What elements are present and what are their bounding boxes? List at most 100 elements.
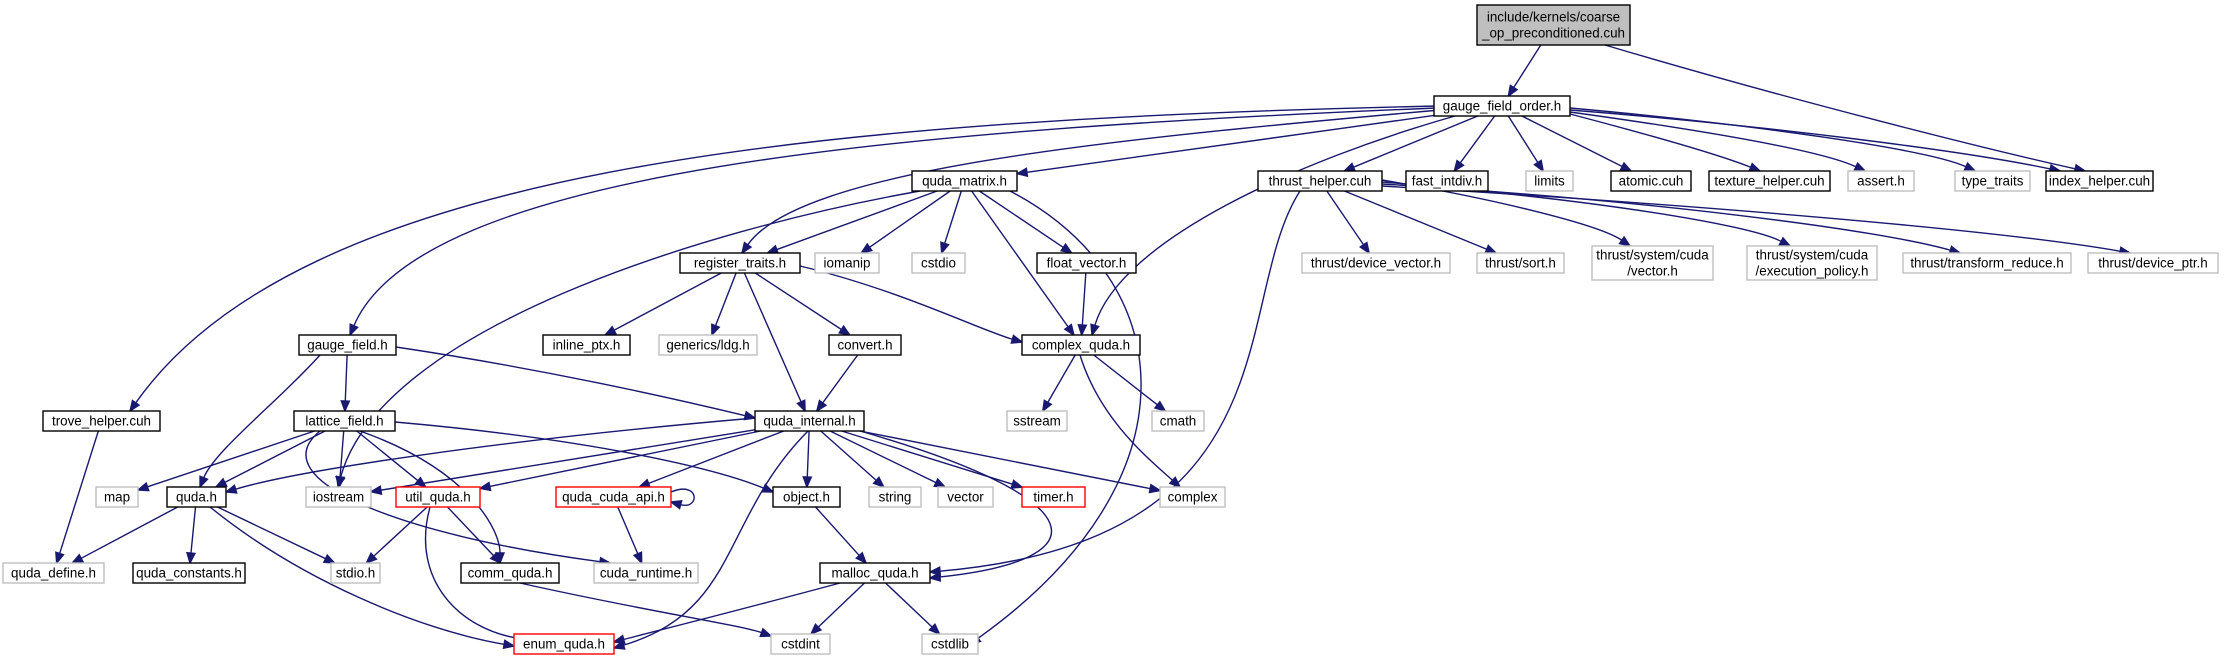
node-enum-quda[interactable]: enum_quda.h xyxy=(513,633,615,655)
node-inline-ptx[interactable]: inline_ptx.h xyxy=(542,334,631,356)
node-label: fast_intdiv.h xyxy=(1412,174,1482,189)
edge-gauge_field_order-to-trove_helper xyxy=(128,105,1437,413)
edge-quda_matrix-to-iomanip xyxy=(859,190,951,255)
edge-malloc_quda-to-cstdlib xyxy=(885,582,941,636)
edge-quda_internal-to-iostream xyxy=(369,429,756,496)
node-quda-define[interactable]: quda_define.h xyxy=(2,562,105,584)
node-comm-quda[interactable]: comm_quda.h xyxy=(460,562,560,584)
node-complex[interactable]: complex xyxy=(1159,486,1226,508)
edge-quda_internal-to-complex xyxy=(859,430,1162,494)
edge-complex_quda-to-complex xyxy=(1079,354,1182,489)
edge-quda_h-to-quda_define xyxy=(70,506,179,564)
node-label: iostream xyxy=(313,490,364,505)
edge-gauge_field_order-to-type_traits xyxy=(1569,107,1977,172)
node-malloc-quda[interactable]: malloc_quda.h xyxy=(819,562,931,584)
edge-quda_internal-to-malloc_quda xyxy=(859,430,1053,582)
node-label: thrust/sort.h xyxy=(1485,256,1556,271)
node-label: quda_define.h xyxy=(11,566,96,581)
node-quda-cuda-api[interactable]: quda_cuda_api.h xyxy=(555,486,672,508)
node-cuda-runtime[interactable]: cuda_runtime.h xyxy=(593,562,699,584)
node-label: quda.h xyxy=(176,490,217,505)
node-quda-constants[interactable]: quda_constants.h xyxy=(132,562,246,584)
node-thrust-transform[interactable]: thrust/transform_reduce.h xyxy=(1902,252,2072,274)
node-assert[interactable]: assert.h xyxy=(1847,170,1915,192)
node-thrust-system-vector[interactable]: thrust/system/cuda/vector.h xyxy=(1591,245,1714,281)
edge-object-to-malloc_quda xyxy=(814,506,868,565)
node-atomic[interactable]: atomic.cuh xyxy=(1610,170,1692,192)
edge-register_traits-to-generics_ldg xyxy=(711,272,737,337)
edge-quda_matrix-to-float_vector xyxy=(978,190,1074,255)
node-trove-helper[interactable]: trove_helper.cuh xyxy=(42,410,161,432)
node-thrust-system-policy[interactable]: thrust/system/cuda/execution_policy.h xyxy=(1746,245,1878,281)
node-texture-helper[interactable]: texture_helper.cuh xyxy=(1708,170,1831,192)
node-label: gauge_field_order.h xyxy=(1443,99,1561,114)
node-cstdlib[interactable]: cstdlib xyxy=(921,633,979,655)
edge-quda_h-to-stdio xyxy=(217,506,337,564)
edge-gauge_field_order-to-limits xyxy=(1507,115,1545,173)
edge-quda_cuda_api-to-cuda_runtime xyxy=(617,506,643,565)
node-fast-intdiv[interactable]: fast_intdiv.h xyxy=(1405,170,1489,192)
node-thrust-device-ptr[interactable]: thrust/device_ptr.h xyxy=(2087,252,2219,274)
node-util-quda[interactable]: util_quda.h xyxy=(395,486,481,508)
node-generics-ldg[interactable]: generics/ldg.h xyxy=(658,334,758,356)
edge-gauge_field-to-quda_internal xyxy=(395,346,757,421)
node-label: thrust_helper.cuh xyxy=(1269,174,1372,189)
edge-register_traits-to-quda_internal xyxy=(743,272,806,413)
node-thrust-helper[interactable]: thrust_helper.cuh xyxy=(1257,170,1383,192)
node-complex-quda[interactable]: complex_quda.h xyxy=(1021,334,1141,356)
edge-quda_internal-to-quda_h xyxy=(224,417,756,494)
node-label: cstdint xyxy=(781,637,820,652)
node-thrust-sort[interactable]: thrust/sort.h xyxy=(1476,252,1565,274)
node-timer[interactable]: timer.h xyxy=(1021,486,1086,508)
node-quda-internal[interactable]: quda_internal.h xyxy=(754,410,865,432)
node-label: gauge_field.h xyxy=(307,338,387,353)
node-lattice-field[interactable]: lattice_field.h xyxy=(293,410,396,432)
node-label: object.h xyxy=(783,490,830,505)
node-quda-matrix[interactable]: quda_matrix.h xyxy=(911,170,1018,192)
node-iomanip[interactable]: iomanip xyxy=(814,252,880,274)
node-sstream[interactable]: sstream xyxy=(1006,410,1068,432)
edge-lattice_field-to-iostream xyxy=(335,430,346,489)
edge-quda_cuda_api-to-quda_cuda_api xyxy=(669,488,695,510)
node-convert[interactable]: convert.h xyxy=(828,334,902,356)
node-float-vector[interactable]: float_vector.h xyxy=(1036,252,1137,274)
node-index-helper[interactable]: index_helper.cuh xyxy=(2045,170,2154,192)
node-label: float_vector.h xyxy=(1047,256,1127,271)
node-cstdint[interactable]: cstdint xyxy=(770,633,831,655)
node-gauge-field-order[interactable]: gauge_field_order.h xyxy=(1433,95,1571,117)
edge-thrust_helper-to-thrust_device_ptr xyxy=(1381,185,2132,257)
node-label: vector xyxy=(947,490,984,505)
edge-gauge_field_order-to-texture_helper xyxy=(1569,113,1762,172)
node-label: comm_quda.h xyxy=(468,566,553,581)
node-register-traits[interactable]: register_traits.h xyxy=(679,252,801,274)
node-iostream[interactable]: iostream xyxy=(305,486,372,508)
node-label: complex_quda.h xyxy=(1032,338,1130,353)
node-label: cuda_runtime.h xyxy=(600,566,692,581)
edge-quda_internal-to-string xyxy=(820,430,886,489)
node-string[interactable]: string xyxy=(868,486,922,508)
node-cstdio[interactable]: cstdio xyxy=(911,252,966,274)
edge-quda_matrix-to-cstdio xyxy=(940,190,962,255)
node-stdio[interactable]: stdio.h xyxy=(330,562,381,584)
node-gauge-field[interactable]: gauge_field.h xyxy=(298,334,397,356)
node-label: type_traits xyxy=(1962,174,2024,189)
edge-quda_internal-to-util_quda xyxy=(478,430,761,492)
node-label: convert.h xyxy=(837,338,892,353)
node-thrust-device-vector[interactable]: thrust/device_vector.h xyxy=(1301,252,1451,274)
edge-register_traits-to-complex_quda xyxy=(799,265,1024,344)
node-quda-h[interactable]: quda.h xyxy=(166,486,227,508)
node-map[interactable]: map xyxy=(95,486,139,508)
node-root[interactable]: include/kernels/coarse_op_preconditioned… xyxy=(1476,4,1631,46)
node-label: lattice_field.h xyxy=(305,414,383,429)
node-type-traits[interactable]: type_traits xyxy=(1954,170,2031,192)
node-label: _op_preconditioned.cuh xyxy=(1481,26,1625,41)
node-label: include/kernels/coarse xyxy=(1487,10,1620,25)
node-object[interactable]: object.h xyxy=(772,486,841,508)
node-vector[interactable]: vector xyxy=(937,486,994,508)
node-cmath[interactable]: cmath xyxy=(1151,410,1205,432)
node-limits[interactable]: limits xyxy=(1525,170,1574,192)
node-label: malloc_quda.h xyxy=(831,566,918,581)
edge-quda_internal-to-object xyxy=(802,430,813,489)
edge-util_quda-to-stdio xyxy=(364,506,428,565)
